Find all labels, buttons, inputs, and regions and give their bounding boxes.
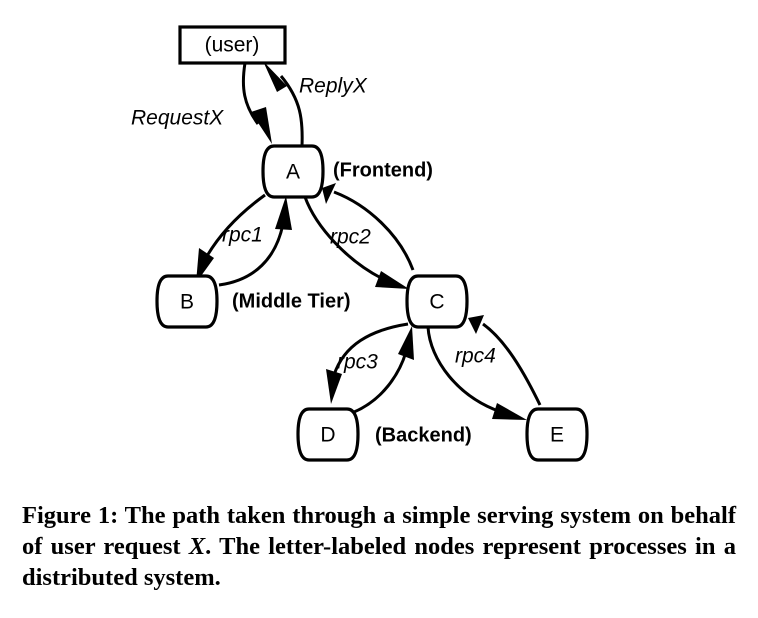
edge-rpc2-request-arrowhead — [375, 271, 409, 289]
edge-rpc2-response — [322, 183, 415, 271]
edge-label-rpc1: rpc1 — [222, 224, 263, 247]
edge-rpc4-response-arrowhead — [468, 315, 484, 334]
edge-rpc4-response-path — [482, 322, 542, 406]
edge-rpc4-request-arrowhead — [492, 403, 527, 420]
caption-text-part2: . The letter-labeled nodes represent pro… — [22, 533, 736, 591]
edge-reply-x — [263, 61, 304, 147]
edge-label-requestx: RequestX — [131, 107, 224, 130]
edge-request-x-path — [241, 62, 260, 125]
tier-label-frontend: (Frontend) — [333, 159, 433, 181]
edge-label-rpc2: rpc2 — [330, 226, 371, 249]
edge-rpc4-response — [468, 315, 542, 406]
node-d-label: D — [320, 424, 335, 447]
tier-label-backend: (Backend) — [375, 424, 472, 446]
edge-rpc3-request-arrowhead — [326, 369, 342, 404]
edge-rpc2-request — [303, 196, 409, 289]
node-b[interactable]: B — [155, 274, 219, 329]
node-c-shape — [405, 274, 469, 329]
node-d-shape — [296, 407, 360, 462]
edge-rpc2-request-path — [303, 196, 386, 282]
edge-rpc1-response-arrowhead — [275, 196, 292, 230]
node-c-label: C — [429, 291, 444, 314]
caption-text-part1: The path taken through a simple serving … — [22, 502, 736, 560]
node-c[interactable]: C — [405, 274, 469, 329]
node-a-shape — [261, 144, 325, 199]
node-e-label: E — [550, 424, 564, 447]
edge-rpc3-request — [326, 322, 409, 404]
node-a-label: A — [286, 161, 300, 184]
figure-caption: Figure 1: The path taken through a simpl… — [22, 500, 736, 593]
edge-label-rpc4: rpc4 — [455, 345, 496, 368]
edge-label-replyx: ReplyX — [299, 75, 368, 98]
edge-rpc1-request-path — [205, 193, 266, 257]
tier-label-middle-tier: (Middle Tier) — [232, 290, 351, 312]
node-b-label: B — [180, 291, 194, 314]
edge-rpc1-request-arrowhead — [196, 248, 214, 283]
caption-prefix: Figure 1: — [22, 502, 119, 529]
edge-rpc3-request-path — [332, 322, 409, 376]
node-user-label: (user) — [205, 34, 260, 57]
edge-request-x — [241, 62, 272, 144]
edge-rpc1-response — [218, 196, 292, 287]
serving-system-diagram: (user) A B C D E RequestX ReplyX — [131, 25, 589, 462]
node-a[interactable]: A — [261, 144, 325, 199]
edge-rpc2-response-path — [333, 190, 415, 271]
edge-reply-x-arrowhead — [263, 61, 287, 92]
edge-request-x-arrowhead — [251, 107, 272, 144]
node-user[interactable]: (user) — [178, 25, 287, 65]
node-b-shape — [155, 274, 219, 329]
node-e[interactable]: E — [525, 407, 589, 462]
caption-variable-x: X — [188, 533, 206, 560]
edge-rpc2-response-arrowhead — [322, 183, 336, 204]
edge-rpc3-response-arrowhead — [398, 326, 414, 360]
edge-rpc1-request — [196, 193, 266, 283]
edge-rpc4-request-path — [426, 326, 502, 414]
node-e-shape — [525, 407, 589, 462]
node-d[interactable]: D — [296, 407, 360, 462]
node-user-shape — [178, 25, 287, 65]
edge-reply-x-path — [279, 75, 304, 147]
edge-rpc1-response-path — [218, 223, 285, 287]
edge-rpc3-response-path — [353, 351, 408, 414]
edge-label-rpc3: rpc3 — [337, 351, 378, 374]
edge-rpc3-response — [353, 326, 414, 414]
edge-rpc4-request — [426, 326, 527, 420]
